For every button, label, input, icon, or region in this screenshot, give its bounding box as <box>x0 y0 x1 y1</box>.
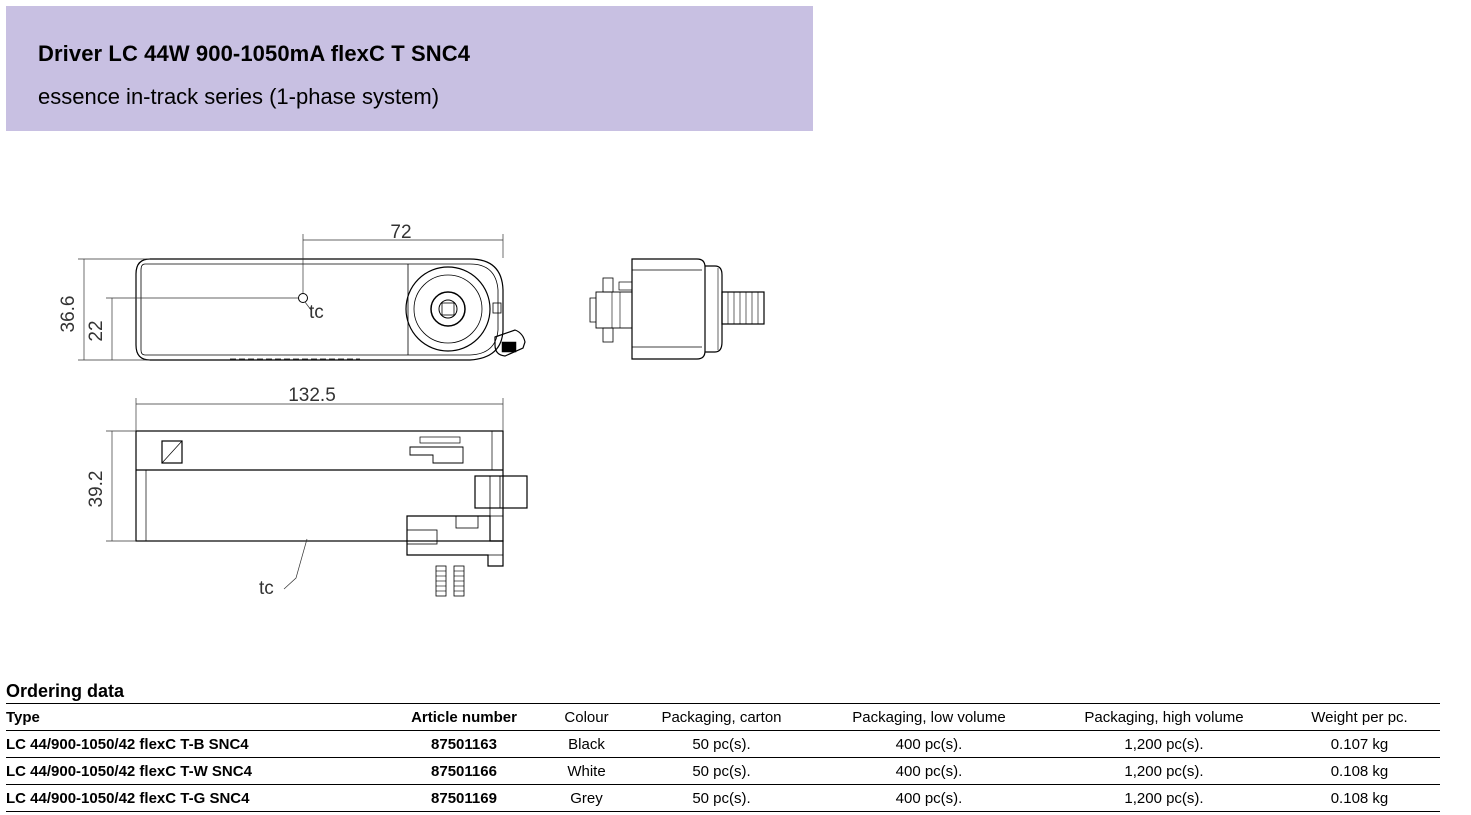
end-view-outline <box>589 258 765 360</box>
cell-weight: 0.108 kg <box>1330 762 1389 780</box>
cell-packaging-low: 400 pc(s). <box>895 789 963 807</box>
cell-packaging-low: 400 pc(s). <box>895 735 963 753</box>
cell-packaging-carton: 50 pc(s). <box>692 735 751 753</box>
dim-length: 132.5 <box>288 385 336 406</box>
col-colour: Colour <box>564 708 609 726</box>
cell-article-number: 87501166 <box>431 762 497 780</box>
cell-packaging-carton: 50 pc(s). <box>692 789 751 807</box>
tc-label-top: tc <box>309 302 324 323</box>
cell-type: LC 44/900-1050/42 flexC T-B SNC4 <box>6 735 249 753</box>
technical-drawing: 72 36.6 22 tc 132.5 39.2 tc <box>58 222 765 599</box>
dim-height-side: 39.2 <box>86 471 107 508</box>
cell-packaging-high: 1,200 pc(s). <box>1124 735 1204 753</box>
cell-packaging-carton: 50 pc(s). <box>692 762 751 780</box>
product-subtitle: essence in-track series (1-phase system) <box>38 84 440 109</box>
cell-article-number: 87501163 <box>431 735 497 753</box>
cell-colour: White <box>567 762 606 780</box>
product-title: Driver LC 44W 900-1050mA flexC T SNC4 <box>38 41 471 66</box>
ordering-data-title: Ordering data <box>6 681 125 701</box>
cell-packaging-low: 400 pc(s). <box>895 762 963 780</box>
dim-height-total: 36.6 <box>58 296 79 333</box>
cell-type: LC 44/900-1050/42 flexC T-G SNC4 <box>6 789 250 807</box>
col-packaging-carton: Packaging, carton <box>661 708 782 726</box>
col-type: Type <box>6 708 40 726</box>
dim-width-top: 72 <box>390 222 411 243</box>
dim-height-tc: 22 <box>86 320 107 341</box>
cell-packaging-high: 1,200 pc(s). <box>1124 762 1204 780</box>
cell-weight: 0.108 kg <box>1330 789 1389 807</box>
col-packaging-high: Packaging, high volume <box>1084 708 1244 726</box>
ordering-table: Type Article number Colour Packaging, ca… <box>6 703 1440 812</box>
col-weight: Weight per pc. <box>1311 708 1408 726</box>
cell-colour: Grey <box>570 789 603 807</box>
table-row: LC 44/900-1050/42 flexC T-W SNC4 8750116… <box>6 758 1440 785</box>
col-article-number: Article number <box>411 708 517 726</box>
top-view-outline <box>135 258 526 361</box>
table-header-row: Type Article number Colour Packaging, ca… <box>6 703 1440 731</box>
cell-article-number: 87501169 <box>431 789 497 807</box>
header-banner: Driver LC 44W 900-1050mA flexC T SNC4 es… <box>6 6 813 131</box>
tc-label-side: tc <box>259 578 274 599</box>
cell-packaging-high: 1,200 pc(s). <box>1124 789 1204 807</box>
col-packaging-low: Packaging, low volume <box>852 708 1006 726</box>
table-row: LC 44/900-1050/42 flexC T-G SNC4 8750116… <box>6 785 1440 812</box>
cell-weight: 0.107 kg <box>1330 735 1389 753</box>
table-row: LC 44/900-1050/42 flexC T-B SNC4 8750116… <box>6 731 1440 758</box>
side-view-outline <box>135 430 528 597</box>
cell-type: LC 44/900-1050/42 flexC T-W SNC4 <box>6 762 252 780</box>
cell-colour: Black <box>568 735 605 753</box>
